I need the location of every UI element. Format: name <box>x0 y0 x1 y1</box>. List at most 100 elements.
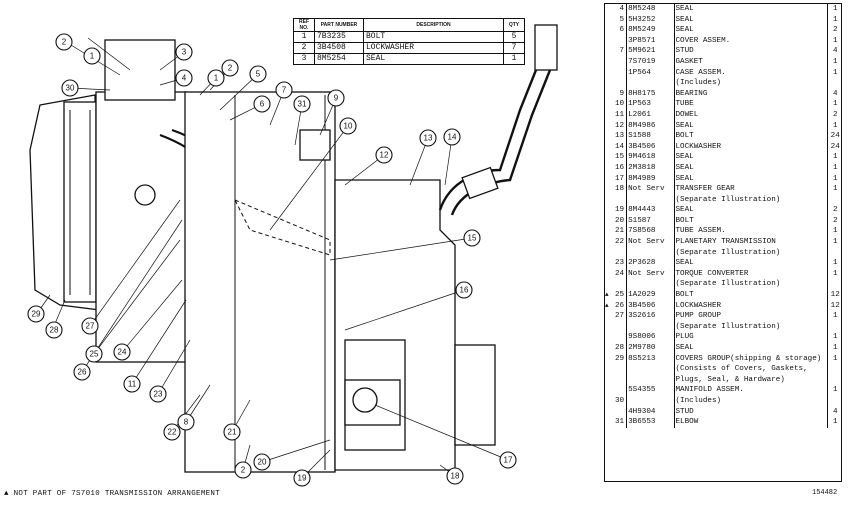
parts-list-ref: 25 <box>611 290 628 301</box>
parts-list-ref: 27 <box>611 311 628 322</box>
parts-list-pn <box>626 279 675 291</box>
inset-cell-description: LOCKWASHER <box>363 42 504 54</box>
parts-list-desc: Plugs, Seal, & Hardware) <box>674 374 829 386</box>
callout-15: 15 <box>463 229 481 247</box>
inset-cell-ref: 2 <box>293 42 315 54</box>
parts-list-pn <box>626 364 675 375</box>
footnote: ▲ NOT PART OF 7S7010 TRANSMISSION ARRANG… <box>4 490 221 498</box>
callout-2b: 2 <box>221 59 239 77</box>
parts-list-pn <box>626 194 675 206</box>
parts-list-qty: 1 <box>832 354 838 363</box>
parts-list-pn: Not Serv <box>626 268 675 280</box>
callout-13: 13 <box>419 129 437 147</box>
parts-list-desc: PLUG <box>674 332 829 343</box>
parts-list-qty: 2 <box>832 216 838 225</box>
parts-list-row: (Separate Illustration) <box>604 247 842 259</box>
parts-list-ref: 20 <box>611 215 628 227</box>
callout-2c: 2 <box>234 461 252 479</box>
parts-list-ref <box>611 78 628 89</box>
inset-cell-part-number: 7B3235 <box>314 31 364 43</box>
parts-list-qty <box>828 396 842 407</box>
parts-list-desc: STUD <box>674 406 829 418</box>
parts-list-qty: 24 <box>830 132 840 141</box>
svg-text:7: 7 <box>282 86 287 95</box>
svg-text:19: 19 <box>298 474 307 483</box>
parts-list-ref: 30 <box>611 395 628 407</box>
svg-text:22: 22 <box>168 428 177 437</box>
parts-list-qty: 24 <box>830 142 840 151</box>
parts-list-ref: 17 <box>611 173 628 185</box>
parts-list-qty: 1 <box>832 344 838 352</box>
figure-number: 154482 <box>812 489 838 497</box>
svg-text:24: 24 <box>118 348 127 357</box>
parts-list-mark: ▲ <box>605 291 609 299</box>
parts-list-ref <box>611 364 628 375</box>
inset-cell-qty: 5 <box>503 31 525 43</box>
parts-list-qty: 1 <box>832 386 838 395</box>
parts-list-desc: SEAL <box>674 25 829 36</box>
parts-list-desc: SEAL <box>674 120 829 132</box>
parts-list-ref: 10 <box>611 99 628 110</box>
parts-list-qty: 4 <box>832 407 838 416</box>
callout-23: 23 <box>149 385 167 403</box>
parts-list-pn: 7S8568 <box>626 226 675 238</box>
svg-text:10: 10 <box>344 122 353 131</box>
converter-flange <box>63 101 97 303</box>
parts-list-mark <box>604 110 612 121</box>
parts-list-mark <box>604 184 612 195</box>
svg-text:25: 25 <box>90 350 99 359</box>
callout-17: 17 <box>499 451 517 469</box>
parts-list-mark <box>604 375 612 386</box>
parts-list-pn: 8M5249 <box>626 25 675 36</box>
parts-list-qty: 1 <box>832 333 838 342</box>
svg-text:1: 1 <box>214 74 219 83</box>
svg-text:14: 14 <box>448 133 457 142</box>
callout-20: 20 <box>253 453 271 471</box>
callout-14: 14 <box>443 128 461 146</box>
callout-28: 28 <box>45 321 63 339</box>
exploded-parts-drawing: 2 3 1 30 4 1 2 5 6 7 31 9 10 12 13 14 15… <box>27 24 558 487</box>
callout-4: 4 <box>175 69 193 87</box>
parts-list-mark <box>604 269 612 280</box>
parts-list-pn: 8M4986 <box>626 120 675 132</box>
parts-list-ref <box>611 194 628 206</box>
parts-list-qty: 1 <box>832 15 838 24</box>
callout-9: 9 <box>327 89 345 107</box>
parts-list-qty: 1 <box>832 36 838 45</box>
planetary-transmission <box>95 91 187 363</box>
parts-list-ref <box>611 332 628 343</box>
parts-list-qty <box>828 279 842 290</box>
callout-7: 7 <box>275 81 293 99</box>
callout-30: 30 <box>61 79 79 97</box>
svg-text:2: 2 <box>228 64 233 73</box>
parts-list-desc: CASE ASSEM. <box>674 67 829 79</box>
parts-list-ref <box>611 374 628 386</box>
parts-list-qty: 12 <box>830 301 840 310</box>
parts-list-pn <box>626 321 675 333</box>
parts-list-pn: 7S7019 <box>626 56 675 68</box>
parts-list-mark <box>604 142 612 153</box>
parts-list-pn: 2P3628 <box>626 258 675 269</box>
callout-27: 27 <box>81 317 99 335</box>
parts-list-qty: 1 <box>832 312 838 321</box>
parts-list-desc: (Includes) <box>674 395 829 407</box>
inset-cell-ref: 3 <box>293 53 315 65</box>
parts-list-pn: 3B4506 <box>626 141 675 153</box>
parts-list-mark <box>604 46 612 57</box>
parts-list-mark <box>604 99 612 110</box>
callout-31: 31 <box>293 95 311 113</box>
parts-list-row: 30 (Includes) <box>604 395 842 407</box>
svg-text:21: 21 <box>228 428 237 437</box>
inset-cell-ref: 1 <box>293 31 315 43</box>
parts-list-row: Plugs, Seal, & Hardware) <box>604 374 842 386</box>
svg-text:9: 9 <box>334 94 339 103</box>
parts-list-ref: 9 <box>611 88 628 100</box>
